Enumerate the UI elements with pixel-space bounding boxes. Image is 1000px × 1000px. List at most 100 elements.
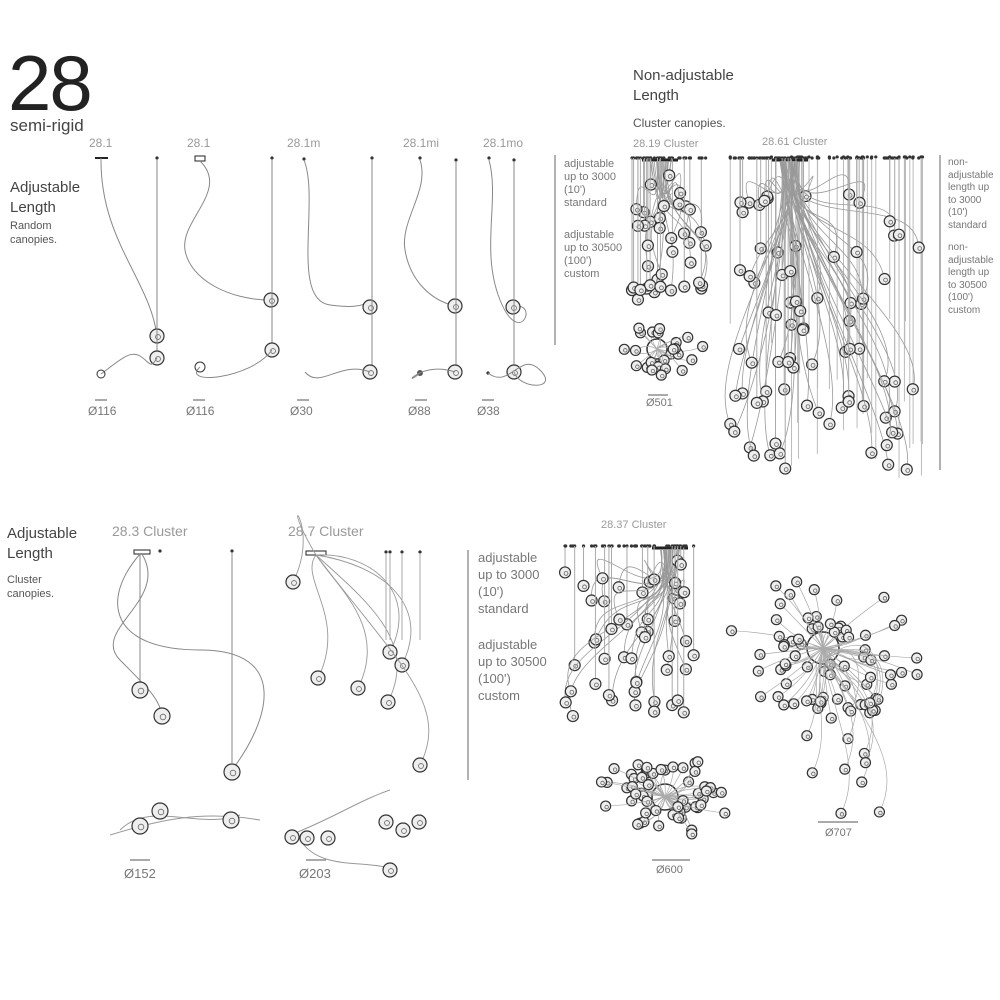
sphere-detail — [693, 770, 699, 775]
section-desc-nonadjustable: Cluster canopies. — [633, 116, 726, 130]
sphere-detail — [590, 599, 595, 604]
sphere-detail — [640, 776, 645, 781]
sphere-detail — [686, 336, 691, 341]
glass-sphere — [653, 221, 666, 235]
sphere-detail — [635, 364, 640, 369]
model-label: 28.1 — [187, 136, 211, 150]
cable — [315, 554, 400, 653]
canopy-dot — [798, 156, 802, 160]
sphere-detail — [689, 261, 694, 266]
sphere-detail — [676, 699, 682, 704]
glass-sphere — [613, 613, 626, 626]
cable — [411, 368, 456, 379]
model-label: 28.1mi — [403, 136, 440, 150]
canopy-dot — [564, 544, 568, 548]
glass-sphere — [663, 169, 676, 182]
sphere-detail — [779, 602, 784, 607]
sphere-detail — [634, 792, 639, 798]
sphere-detail — [836, 697, 841, 703]
glass-sphere — [641, 260, 655, 273]
sphere-detail — [806, 665, 811, 671]
sphere-detail — [658, 327, 663, 332]
sphere-detail — [672, 348, 677, 353]
canopy-dot — [688, 156, 693, 160]
sphere-detail — [777, 360, 782, 366]
sphere-detail — [137, 687, 145, 695]
sphere-detail — [291, 580, 297, 586]
glass-sphere — [566, 709, 579, 723]
glass-sphere — [745, 356, 758, 369]
sphere-detail — [697, 281, 703, 286]
sphere-detail — [723, 811, 728, 817]
cable — [594, 549, 663, 643]
glass-sphere — [660, 663, 673, 676]
sphere-detail — [563, 571, 569, 576]
sphere-detail — [647, 783, 652, 788]
canopy — [194, 155, 206, 162]
cable — [789, 161, 849, 352]
canopy-plan — [96, 369, 106, 379]
sphere-detail — [571, 714, 577, 720]
glass-sphere — [844, 296, 857, 310]
cable — [299, 839, 391, 869]
sphere-detail — [843, 664, 848, 670]
cable — [664, 796, 725, 814]
sphere-detail — [669, 236, 675, 242]
sphere-detail — [601, 576, 606, 582]
canopy-dot — [917, 156, 921, 160]
sphere-detail — [840, 406, 846, 412]
sphere-detail — [653, 700, 658, 706]
canopy-dot — [885, 156, 889, 160]
cable — [635, 549, 665, 683]
sphere-detail — [857, 347, 863, 353]
cable — [196, 349, 273, 378]
sphere-detail — [776, 695, 782, 700]
sphere-detail — [748, 274, 753, 280]
sphere-detail — [782, 645, 787, 650]
sphere-detail — [671, 250, 676, 256]
cable — [304, 368, 371, 379]
glass-sphere — [823, 417, 836, 431]
sphere-detail — [843, 767, 848, 773]
model-label: 28.1m — [287, 136, 321, 150]
cable — [794, 161, 869, 299]
sphere-detail — [612, 767, 618, 772]
glass-sphere — [625, 652, 638, 665]
cable — [650, 161, 691, 263]
canopy-dot — [418, 156, 422, 160]
cable — [822, 625, 895, 649]
sphere-detail — [645, 766, 651, 771]
sphere-detail — [915, 656, 920, 662]
sphere-detail — [839, 812, 845, 817]
sphere-detail — [795, 580, 800, 585]
cable — [822, 649, 860, 712]
sphere-detail — [696, 760, 701, 765]
cable — [100, 157, 158, 337]
sphere-detail — [326, 836, 332, 842]
sphere-detail — [229, 769, 237, 777]
sphere-detail — [659, 285, 664, 291]
sphere-detail — [888, 219, 894, 225]
cable — [822, 647, 879, 700]
glass-sphere — [559, 696, 572, 709]
sphere-detail — [783, 662, 789, 668]
sphere-detail — [634, 704, 639, 709]
canopy-dot — [840, 156, 844, 160]
cable — [109, 815, 261, 836]
sphere-detail — [417, 820, 423, 826]
sphere-detail — [792, 702, 797, 707]
sphere-detail — [660, 373, 665, 379]
glass-sphere — [677, 586, 691, 599]
adjustable-standard-note: adjustable up to 3000 (10') standard — [478, 550, 540, 616]
cable — [796, 581, 824, 649]
cable — [657, 161, 674, 207]
canopy-dot — [700, 156, 704, 160]
model-label: 28.61 Cluster — [762, 136, 828, 148]
sphere-detail — [889, 673, 894, 678]
sphere-detail — [788, 269, 794, 275]
sphere-detail — [758, 653, 764, 658]
sphere-detail — [786, 360, 792, 366]
series-subtitle: semi-rigid — [10, 116, 84, 135]
sphere-detail — [573, 663, 579, 669]
canopy-dot — [815, 156, 819, 160]
